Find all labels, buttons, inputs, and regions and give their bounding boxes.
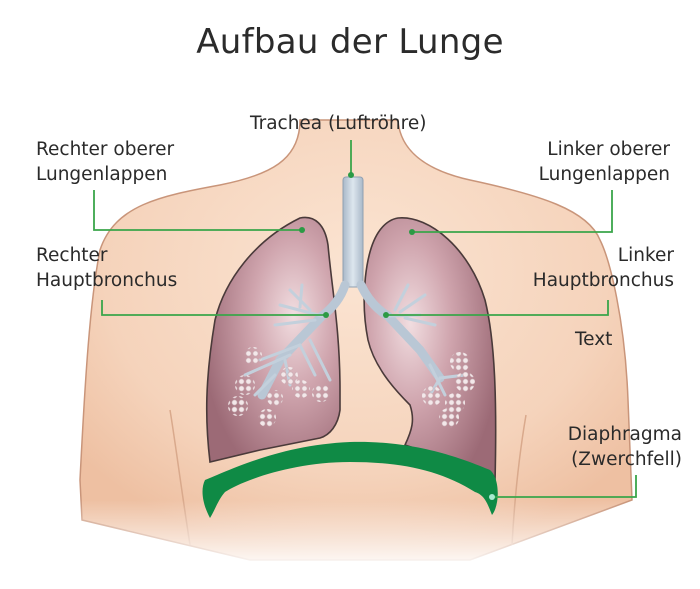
label-line: Rechter <box>36 245 108 266</box>
label-line: Hauptbronchus <box>36 270 178 291</box>
label-line: Lungenlappen <box>36 164 168 185</box>
label-line: (Zwerchfell) <box>571 449 682 470</box>
leader-diaphragm <box>492 475 637 498</box>
label-line: Rechter oberer <box>36 139 175 160</box>
label-line: Linker <box>617 245 674 266</box>
bottom-fade <box>60 500 660 570</box>
trachea-tube <box>342 176 364 288</box>
left-lung <box>363 217 497 484</box>
leader-left-upper-lobe <box>412 190 613 233</box>
leader-right-upper-lobe <box>93 190 302 231</box>
label-diaphragm: Diaphragma (Zwerchfell) <box>568 422 682 472</box>
label-line: Linker oberer <box>547 139 670 160</box>
diaphragm-shape <box>202 441 498 518</box>
leader-right-main-bronchus <box>101 300 326 316</box>
label-left-main-bronchus: Linker Hauptbronchus <box>533 243 674 293</box>
alveoli-clusters <box>228 347 475 428</box>
label-right-upper-lobe: Rechter oberer Lungenlappen <box>36 137 174 187</box>
label-placeholder-text: Text <box>575 329 613 350</box>
leader-left-main-bronchus <box>386 300 609 316</box>
page-title: Aufbau der Lunge <box>196 22 504 62</box>
label-left-upper-lobe: Linker oberer Lungenlappen <box>539 137 670 187</box>
label-line: Lungenlappen <box>538 164 670 185</box>
label-line: Hauptbronchus <box>532 270 674 291</box>
label-line: Diaphragma <box>567 424 682 445</box>
label-right-main-bronchus: Rechter Hauptbronchus <box>36 243 177 293</box>
leader-lines <box>93 140 637 498</box>
label-trachea: Trachea (Luftröhre) <box>250 113 427 134</box>
